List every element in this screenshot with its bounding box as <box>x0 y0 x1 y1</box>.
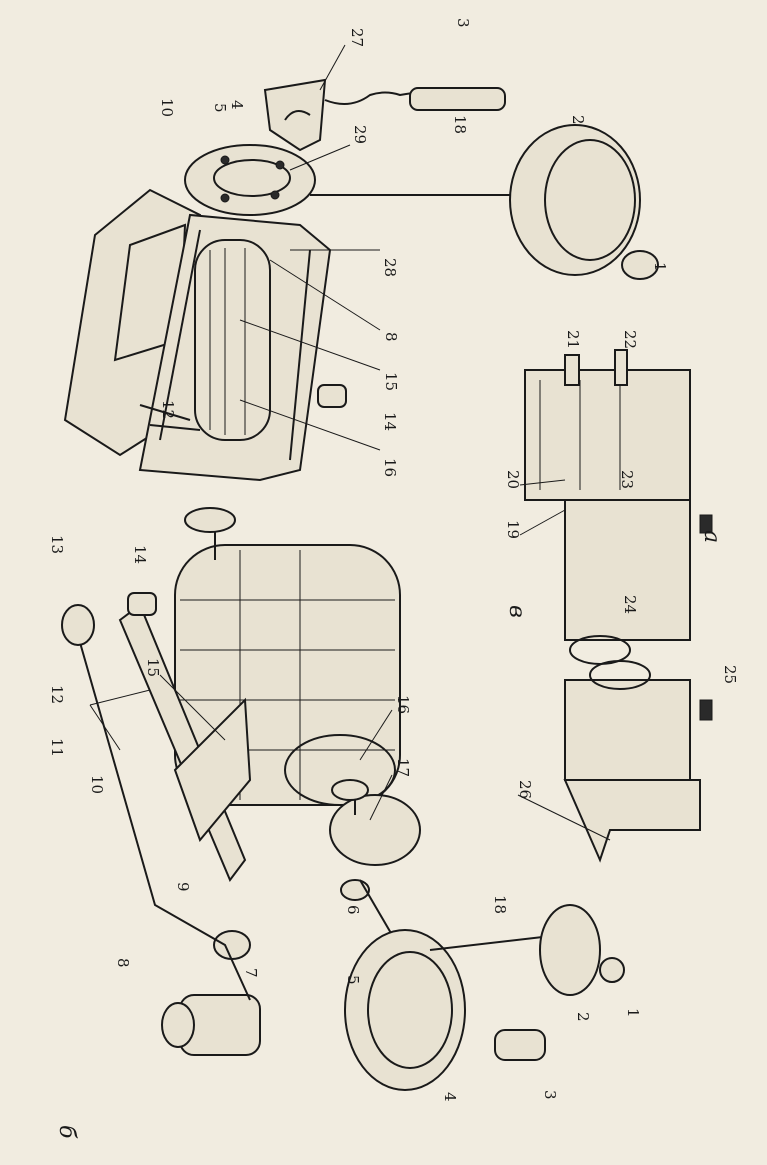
label-3-top: 3 <box>454 18 472 28</box>
drum-roller-16 <box>194 239 271 441</box>
label-4: 4 <box>441 1092 459 1102</box>
label-29: 29 <box>351 125 369 144</box>
pipe-lower <box>564 679 691 781</box>
label-3: 3 <box>541 1090 559 1100</box>
figure-letter-a: а <box>699 530 724 543</box>
label-4-top: 4 <box>228 100 246 110</box>
label-22: 22 <box>621 330 639 349</box>
label-10-top: 10 <box>158 98 176 117</box>
assembly-v <box>524 349 713 863</box>
label-7: 7 <box>242 968 260 978</box>
label-1-top: 1 <box>651 262 669 272</box>
knob-1-top <box>621 250 659 280</box>
pulley-9 <box>213 930 251 960</box>
label-21: 21 <box>564 330 582 349</box>
bracket-27 <box>263 78 327 152</box>
label-18: 18 <box>491 895 509 914</box>
label-8: 8 <box>114 958 132 968</box>
spool-8 <box>161 1002 195 1048</box>
cord-18 <box>429 934 561 951</box>
label-10: 10 <box>88 775 106 794</box>
hopper-window <box>113 223 187 362</box>
shaft-22 <box>614 349 628 386</box>
label-18-top: 18 <box>451 115 469 134</box>
label-23: 23 <box>618 470 636 489</box>
label-5-top: 5 <box>211 103 229 113</box>
label-19: 19 <box>504 520 522 539</box>
label-2-top: 2 <box>569 115 587 125</box>
label-2: 2 <box>574 1012 592 1022</box>
pan-2-top <box>509 124 641 276</box>
stub-25 <box>699 699 713 721</box>
weight-14 <box>127 592 157 616</box>
label-24: 24 <box>621 595 639 614</box>
label-14-top: 14 <box>381 412 399 431</box>
stub-top <box>699 514 713 534</box>
assembly-a <box>63 78 659 482</box>
label-12: 12 <box>48 685 66 704</box>
disc-29 <box>184 144 316 216</box>
weight-14-top <box>317 384 347 408</box>
leader-lines <box>89 44 611 841</box>
label-8-top: 8 <box>382 332 400 342</box>
label-20: 20 <box>504 470 522 489</box>
bolt-21 <box>564 354 580 386</box>
label-13: 13 <box>48 535 66 554</box>
label-14: 14 <box>131 545 149 564</box>
label-5: 5 <box>344 975 362 985</box>
label-12-top: 12 <box>159 400 177 419</box>
label-15-top: 15 <box>382 372 400 391</box>
label-15: 15 <box>144 658 162 677</box>
knob-1 <box>599 957 625 983</box>
label-17: 17 <box>394 758 412 777</box>
label-26: 26 <box>516 780 534 799</box>
label-16: 16 <box>394 695 412 714</box>
pipe-upper <box>564 499 691 641</box>
gear-17 <box>329 794 421 866</box>
labels: а б в 27 3 4 5 10 29 18 2 1 28 8 15 14 1… <box>48 18 739 1139</box>
disc-4 <box>367 951 453 1069</box>
base-section <box>563 779 701 863</box>
label-27: 27 <box>348 28 366 47</box>
thread-path <box>74 624 251 1001</box>
housing-section <box>524 369 691 501</box>
figure-letter-b: б <box>54 1125 79 1139</box>
plate-15 <box>173 697 252 842</box>
label-25: 25 <box>721 665 739 684</box>
weight-3-top <box>409 87 506 111</box>
label-16-top: 16 <box>381 458 399 477</box>
weight-3 <box>494 1029 546 1061</box>
pan-2 <box>539 904 601 996</box>
pulley-13 <box>61 604 95 646</box>
label-11: 11 <box>48 738 66 757</box>
assembly-b <box>61 507 625 1091</box>
label-1: 1 <box>624 1008 642 1018</box>
label-9: 9 <box>174 882 192 892</box>
label-28: 28 <box>381 258 399 277</box>
label-6: 6 <box>344 905 362 915</box>
figure-letter-v: в <box>504 605 529 618</box>
